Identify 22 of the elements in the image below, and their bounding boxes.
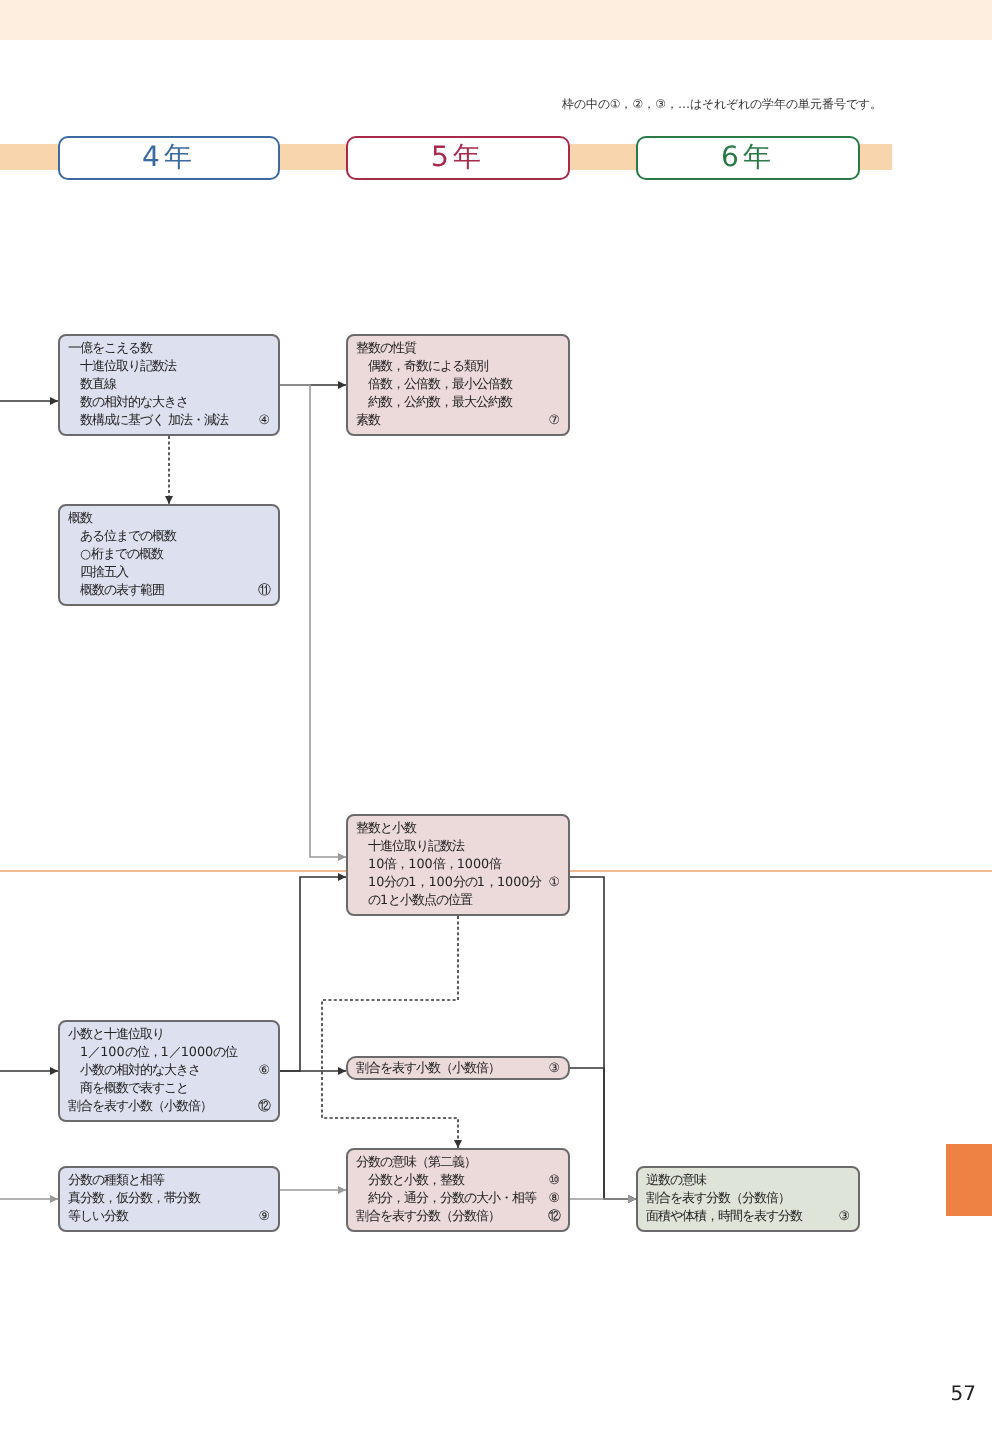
- arrow: [321, 915, 462, 1149]
- grade-tab: 6年: [636, 136, 860, 180]
- topic-box: [58, 1166, 280, 1232]
- arrow: [0, 397, 59, 405]
- grade-tab: 4年: [58, 136, 280, 180]
- arrow: [569, 1195, 637, 1203]
- topic-box: [346, 814, 570, 916]
- topic-box: [346, 1148, 570, 1232]
- topic-box: [636, 1166, 860, 1232]
- arrow: [0, 1067, 59, 1075]
- grade-tab: 5年: [346, 136, 570, 180]
- topic-box: [58, 504, 280, 606]
- topic-box: [346, 334, 570, 436]
- topic-box: [58, 334, 280, 436]
- topic-box: [58, 1020, 280, 1122]
- arrow: [165, 435, 173, 505]
- topic-box: [346, 1056, 570, 1080]
- arrow: [279, 384, 347, 861]
- arrow: [279, 1067, 347, 1075]
- arrow: [279, 1186, 347, 1194]
- arrow: [0, 1195, 59, 1203]
- page-number: 57: [948, 1384, 976, 1406]
